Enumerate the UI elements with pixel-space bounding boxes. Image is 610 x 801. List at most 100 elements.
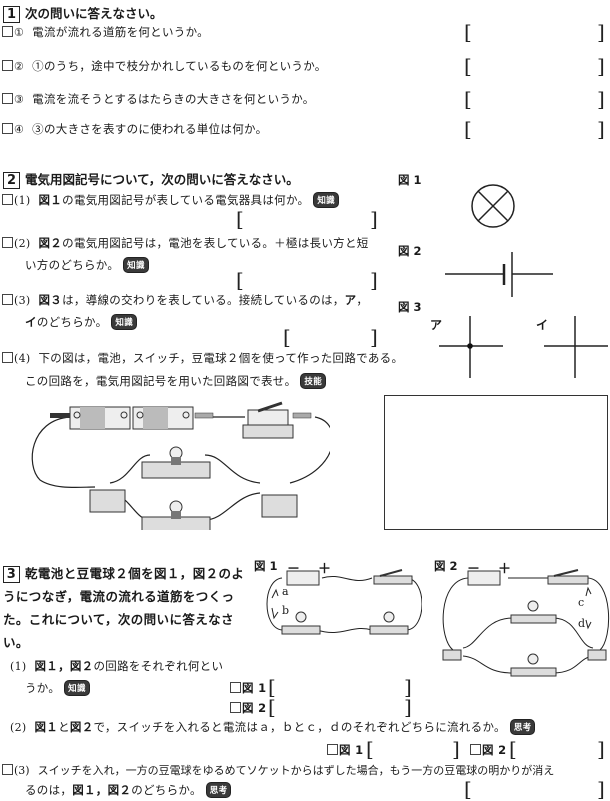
option-i: イ — [25, 315, 37, 329]
terminal-block-icon — [587, 649, 607, 661]
question-text: い方のどちらか。 — [25, 258, 120, 272]
answer-field-1-4[interactable] — [470, 121, 595, 139]
answer-3-1-fig1: 図 1 — [230, 680, 266, 696]
lamp-symbol-icon — [471, 184, 515, 228]
question-text: で，スイッチを入れると電流はａ，ｂとｃ，ｄのそれぞれどちらに流れるか。 — [93, 720, 506, 734]
section-number: 2 — [3, 172, 20, 189]
skill-badge: 知識 — [64, 680, 90, 696]
arrow-up-icon — [585, 586, 592, 597]
answer-bracket-open: [ — [464, 87, 472, 111]
answer-bracket-open: [ — [464, 777, 472, 801]
answer-field-2-1[interactable] — [242, 211, 367, 229]
answer-3-1-fig2: 図 2 — [230, 700, 266, 716]
series-circuit-illustration — [266, 569, 422, 635]
answer-field-2-3[interactable] — [289, 329, 367, 347]
figure3-option-i-label: イ — [536, 318, 549, 332]
parallel-circuit-illustration — [442, 569, 610, 677]
skill-badge: 思考 — [205, 782, 232, 798]
question-1-2: ② ①のうち，途中で枝分かれしているものを何というか。 — [2, 58, 327, 74]
answer-field-3-2-fig2[interactable] — [515, 741, 595, 759]
label-d: d — [578, 617, 586, 630]
answer-field-3-3[interactable] — [470, 781, 595, 799]
skill-badge: 思考 — [509, 719, 536, 735]
question-number: (2) — [10, 721, 27, 734]
question-number: ② — [14, 60, 25, 73]
battery-icon — [286, 570, 320, 586]
bulb-socket-icon — [369, 625, 409, 635]
bulb-socket-icon — [510, 667, 557, 677]
checkbox[interactable] — [2, 237, 13, 248]
checkbox[interactable] — [2, 352, 13, 363]
answer-bracket-open: [ — [366, 737, 374, 761]
battery-symbol-icon — [445, 252, 553, 297]
question-2-2: (2)図２の電気用図記号は，電池を表している。＋極は長い方と短 — [2, 235, 369, 251]
bulb-socket-icon — [281, 625, 321, 635]
s3-figure2-label: 図 2 — [434, 559, 458, 573]
checkbox[interactable] — [2, 764, 13, 775]
checkbox[interactable] — [2, 294, 13, 305]
answer-bracket-close: ] — [404, 695, 412, 719]
circuit-diagram-answer-box[interactable] — [384, 395, 608, 530]
question-2-1: (1)図１の電気用図記号が表している電気器具は何か。知識 — [2, 192, 339, 208]
answer-bracket-close: ] — [370, 325, 378, 349]
question-text: 電流が流れる道筋を何というか。 — [32, 25, 209, 39]
checkbox[interactable] — [2, 93, 13, 104]
wire — [31, 416, 96, 489]
s3-figure1-label: 図 1 — [254, 559, 278, 573]
figure-ref: 図３ — [38, 293, 63, 307]
figure1-label: 図 1 — [398, 173, 422, 187]
question-3-1-cont: うか。知識 — [25, 680, 90, 696]
figure-ref: 図１，図２ — [72, 783, 132, 797]
question-number: (1) — [14, 194, 31, 207]
checkbox[interactable] — [2, 194, 13, 205]
bulb-socket-icon — [141, 446, 211, 530]
answer-label: 図 2 — [482, 743, 507, 757]
terminal-block-icon — [261, 494, 298, 518]
arrow-down-icon — [271, 607, 279, 620]
arrow-down-icon — [585, 619, 592, 630]
answer-bracket-close: ] — [597, 54, 605, 78]
question-2-3: (3)図３は，導線の交わりを表している。接続しているのは，ア， — [2, 292, 368, 308]
answer-field-1-3[interactable] — [470, 91, 595, 109]
question-text: ①のうち，途中で枝分かれしているものを何というか。 — [32, 59, 327, 73]
answer-field-3-2-fig1[interactable] — [372, 741, 450, 759]
question-2-4: (4) 下の図は，電池，スイッチ，豆電球２個を使って作った回路である。 — [2, 350, 403, 366]
answer-bracket-close: ] — [597, 20, 605, 44]
checkbox[interactable] — [2, 60, 13, 71]
question-text: 電流を流そうとするはたらきの大きさを何というか。 — [32, 92, 315, 106]
question-text: この回路を，電気用図記号を用いた回路図で表せ。 — [25, 374, 297, 388]
checkbox[interactable] — [230, 682, 241, 693]
question-2-2-cont: い方のどちらか。知識 — [25, 257, 149, 273]
answer-field-1-2[interactable] — [470, 58, 595, 76]
intro-line: た。これについて，次の問いに答えなさ — [3, 612, 234, 627]
checkbox[interactable] — [2, 123, 13, 134]
answer-field-3-1-fig1[interactable] — [274, 679, 402, 697]
answer-bracket-close: ] — [404, 675, 412, 699]
question-number: (3) — [14, 294, 31, 307]
question-number: ③ — [14, 93, 25, 106]
question-text: スイッチを入れ，一方の豆電球をゆるめてソケットからはずした場合，もう一方の豆電球… — [37, 764, 555, 777]
question-text: 下の図は，電池，スイッチ，豆電球２個を使って作った回路である。 — [38, 351, 404, 365]
question-1-3: ③ 電流を流そうとするはたらきの大きさを何というか。 — [2, 91, 315, 107]
label-c: c — [578, 596, 585, 609]
answer-field-2-2[interactable] — [242, 272, 367, 290]
section-title: 次の問いに答えなさい。 — [25, 6, 163, 21]
question-number: (4) — [14, 352, 31, 365]
figure2-label: 図 2 — [398, 244, 422, 258]
figure3-label: 図 3 — [398, 300, 422, 314]
checkbox[interactable] — [327, 744, 338, 755]
answer-field-1-1[interactable] — [470, 24, 595, 42]
circuit-illustration — [31, 401, 330, 530]
answer-bracket-open: [ — [236, 268, 244, 292]
question-text: のどちらか。 — [131, 783, 202, 797]
answer-bracket-open: [ — [283, 325, 291, 349]
checkbox[interactable] — [2, 26, 13, 37]
checkbox[interactable] — [230, 702, 241, 713]
switch-icon — [242, 401, 312, 439]
answer-bracket-open: [ — [464, 54, 472, 78]
answer-field-3-1-fig2[interactable] — [274, 699, 402, 717]
checkbox[interactable] — [470, 744, 481, 755]
question-3-3: (3)スイッチを入れ，一方の豆電球をゆるめてソケットからはずした場合，もう一方の… — [2, 762, 554, 778]
answer-bracket-open: [ — [236, 207, 244, 231]
option-a: ア — [344, 293, 357, 307]
